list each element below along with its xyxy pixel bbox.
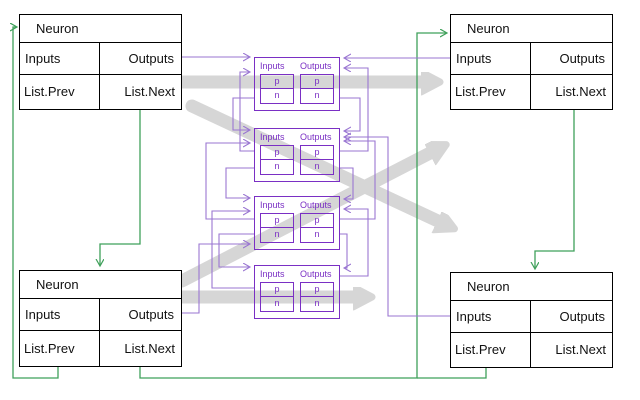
next-pointer: n: [314, 298, 320, 308]
prev-pointer: p: [261, 283, 293, 297]
synapse-box-3: Inputs Outputs p n p n: [254, 196, 340, 250]
synapse-inputs-label: Inputs: [260, 200, 285, 210]
synapse-box-4: Inputs Outputs p n p n: [254, 265, 340, 319]
prev-pointer: p: [301, 75, 333, 89]
prev-pointer: p: [261, 214, 293, 228]
outputs-pointer-group: p n: [300, 213, 334, 243]
synapse-link-link3n-to-link4: [218, 233, 254, 267]
next-pointer: n: [274, 229, 280, 239]
outputs-cell: Outputs: [531, 301, 612, 333]
neuron-box-bottom-left: Neuron Inputs Outputs List.Prev List.Nex…: [19, 270, 182, 367]
prev-pointer: p: [261, 146, 293, 160]
synapse-link-link2n-out-to-link3: [340, 167, 354, 199]
neuron-title: Neuron: [20, 15, 181, 43]
synapse-link-link3n-out-to-link4: [340, 233, 347, 268]
prev-pointer: p: [301, 214, 333, 228]
outputs-cell: Outputs: [531, 43, 612, 75]
synapse-outputs-label: Outputs: [300, 200, 332, 210]
outputs-pointer-group: p n: [300, 74, 334, 104]
synapse-box-1: Inputs Outputs p n p n: [254, 57, 340, 111]
inputs-cell: Inputs: [451, 301, 531, 333]
synapse-link-link2n-to-link3: [225, 167, 254, 198]
list-prev-cell: List.Prev: [20, 330, 100, 366]
list-link-brprev-join: [417, 368, 487, 379]
list-next-cell: List.Next: [124, 84, 175, 100]
synapse-link-link2p-out-to-link1: [340, 68, 369, 152]
synapse-link-link4p-out-to-link3: [340, 209, 369, 277]
inputs-pointer-group: p n: [260, 282, 294, 312]
list-link-trnext-to-br: [535, 110, 575, 268]
neuron-box-top-right: Neuron Inputs Outputs List.Prev List.Nex…: [450, 14, 613, 110]
list-prev-cell: List.Prev: [451, 332, 531, 367]
inputs-cell: Inputs: [20, 43, 100, 75]
inputs-pointer-group: p n: [260, 145, 294, 175]
outputs-pointer-group: p n: [300, 282, 334, 312]
next-pointer: n: [274, 90, 280, 100]
prev-pointer: p: [301, 283, 333, 297]
synapse-box-2: Inputs Outputs p n p n: [254, 128, 340, 182]
neuron-box-bottom-right: Neuron Inputs Outputs List.Prev List.Nex…: [450, 272, 613, 368]
inputs-cell: Inputs: [451, 43, 531, 75]
list-next-cell: List.Next: [124, 340, 175, 356]
neuron-title: Neuron: [20, 271, 181, 299]
prev-pointer: p: [301, 146, 333, 160]
synapse-link-link1n-to-link2: [232, 97, 254, 130]
list-prev-cell: List.Prev: [20, 74, 100, 109]
synapse-inputs-label: Inputs: [260, 61, 285, 71]
list-prev-cell: List.Prev: [451, 74, 531, 109]
flow-arrow-diagonal-up: [175, 152, 432, 288]
outputs-pointer-group: p n: [300, 145, 334, 175]
synapse-link-link1n-out-to-link2: [340, 97, 361, 131]
synapse-link-link3p-to-link2: [205, 143, 254, 220]
prev-pointer: p: [261, 75, 293, 89]
list-link-blprev-to-tl: [13, 27, 59, 379]
inputs-pointer-group: p n: [260, 213, 294, 243]
neuron-box-top-left: Neuron Inputs Outputs List.Prev List.Nex…: [19, 14, 182, 110]
next-pointer: n: [274, 161, 280, 171]
next-pointer: n: [314, 229, 320, 239]
list-next-cell: List.Next: [555, 84, 606, 100]
outputs-cell: Outputs: [100, 43, 181, 75]
outputs-cell: Outputs: [100, 299, 181, 331]
synapse-link-link2p-to-link1: [239, 72, 254, 152]
synapse-link-link3p-out-to-link2: [340, 141, 376, 220]
next-pointer: n: [274, 298, 280, 308]
synapse-outputs-label: Outputs: [300, 269, 332, 279]
synapse-link-link4p-to-link3: [211, 211, 254, 289]
synapse-link-bloutputs-to-link3: [182, 244, 249, 314]
inputs-pointer-group: p n: [260, 74, 294, 104]
synapse-inputs-label: Inputs: [260, 132, 285, 142]
neuron-title: Neuron: [451, 15, 612, 43]
synapse-outputs-label: Outputs: [300, 61, 332, 71]
inputs-cell: Inputs: [20, 299, 100, 331]
next-pointer: n: [314, 90, 320, 100]
next-pointer: n: [314, 161, 320, 171]
list-link-tlnext-to-bl: [100, 110, 141, 265]
synapse-link-brinputs-to-link2: [345, 137, 450, 317]
list-next-cell: List.Next: [555, 342, 606, 358]
neuron-title: Neuron: [451, 273, 612, 301]
synapse-outputs-label: Outputs: [300, 132, 332, 142]
synapse-inputs-label: Inputs: [260, 269, 285, 279]
